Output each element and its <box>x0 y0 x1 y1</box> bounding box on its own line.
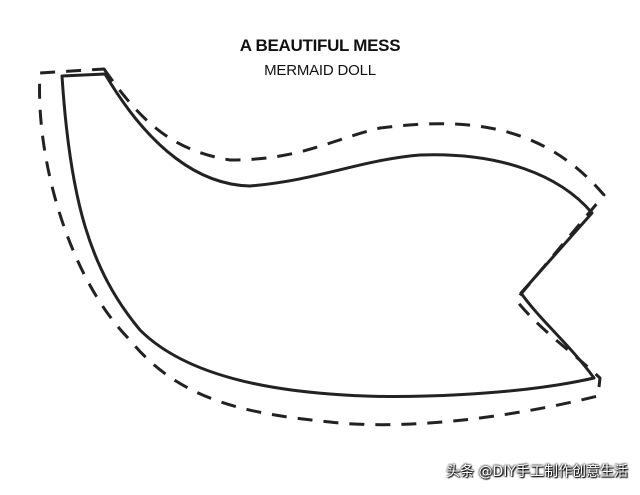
watermark-text: 头条 @DIY手工制作创意生活 <box>446 464 628 480</box>
cut-line-solid <box>60 72 596 398</box>
pattern-title: A BEAUTIFUL MESS <box>239 36 401 55</box>
pattern-subtitle: MERMAID DOLL <box>264 62 376 79</box>
seam-allowance-dashed-line <box>38 67 606 427</box>
